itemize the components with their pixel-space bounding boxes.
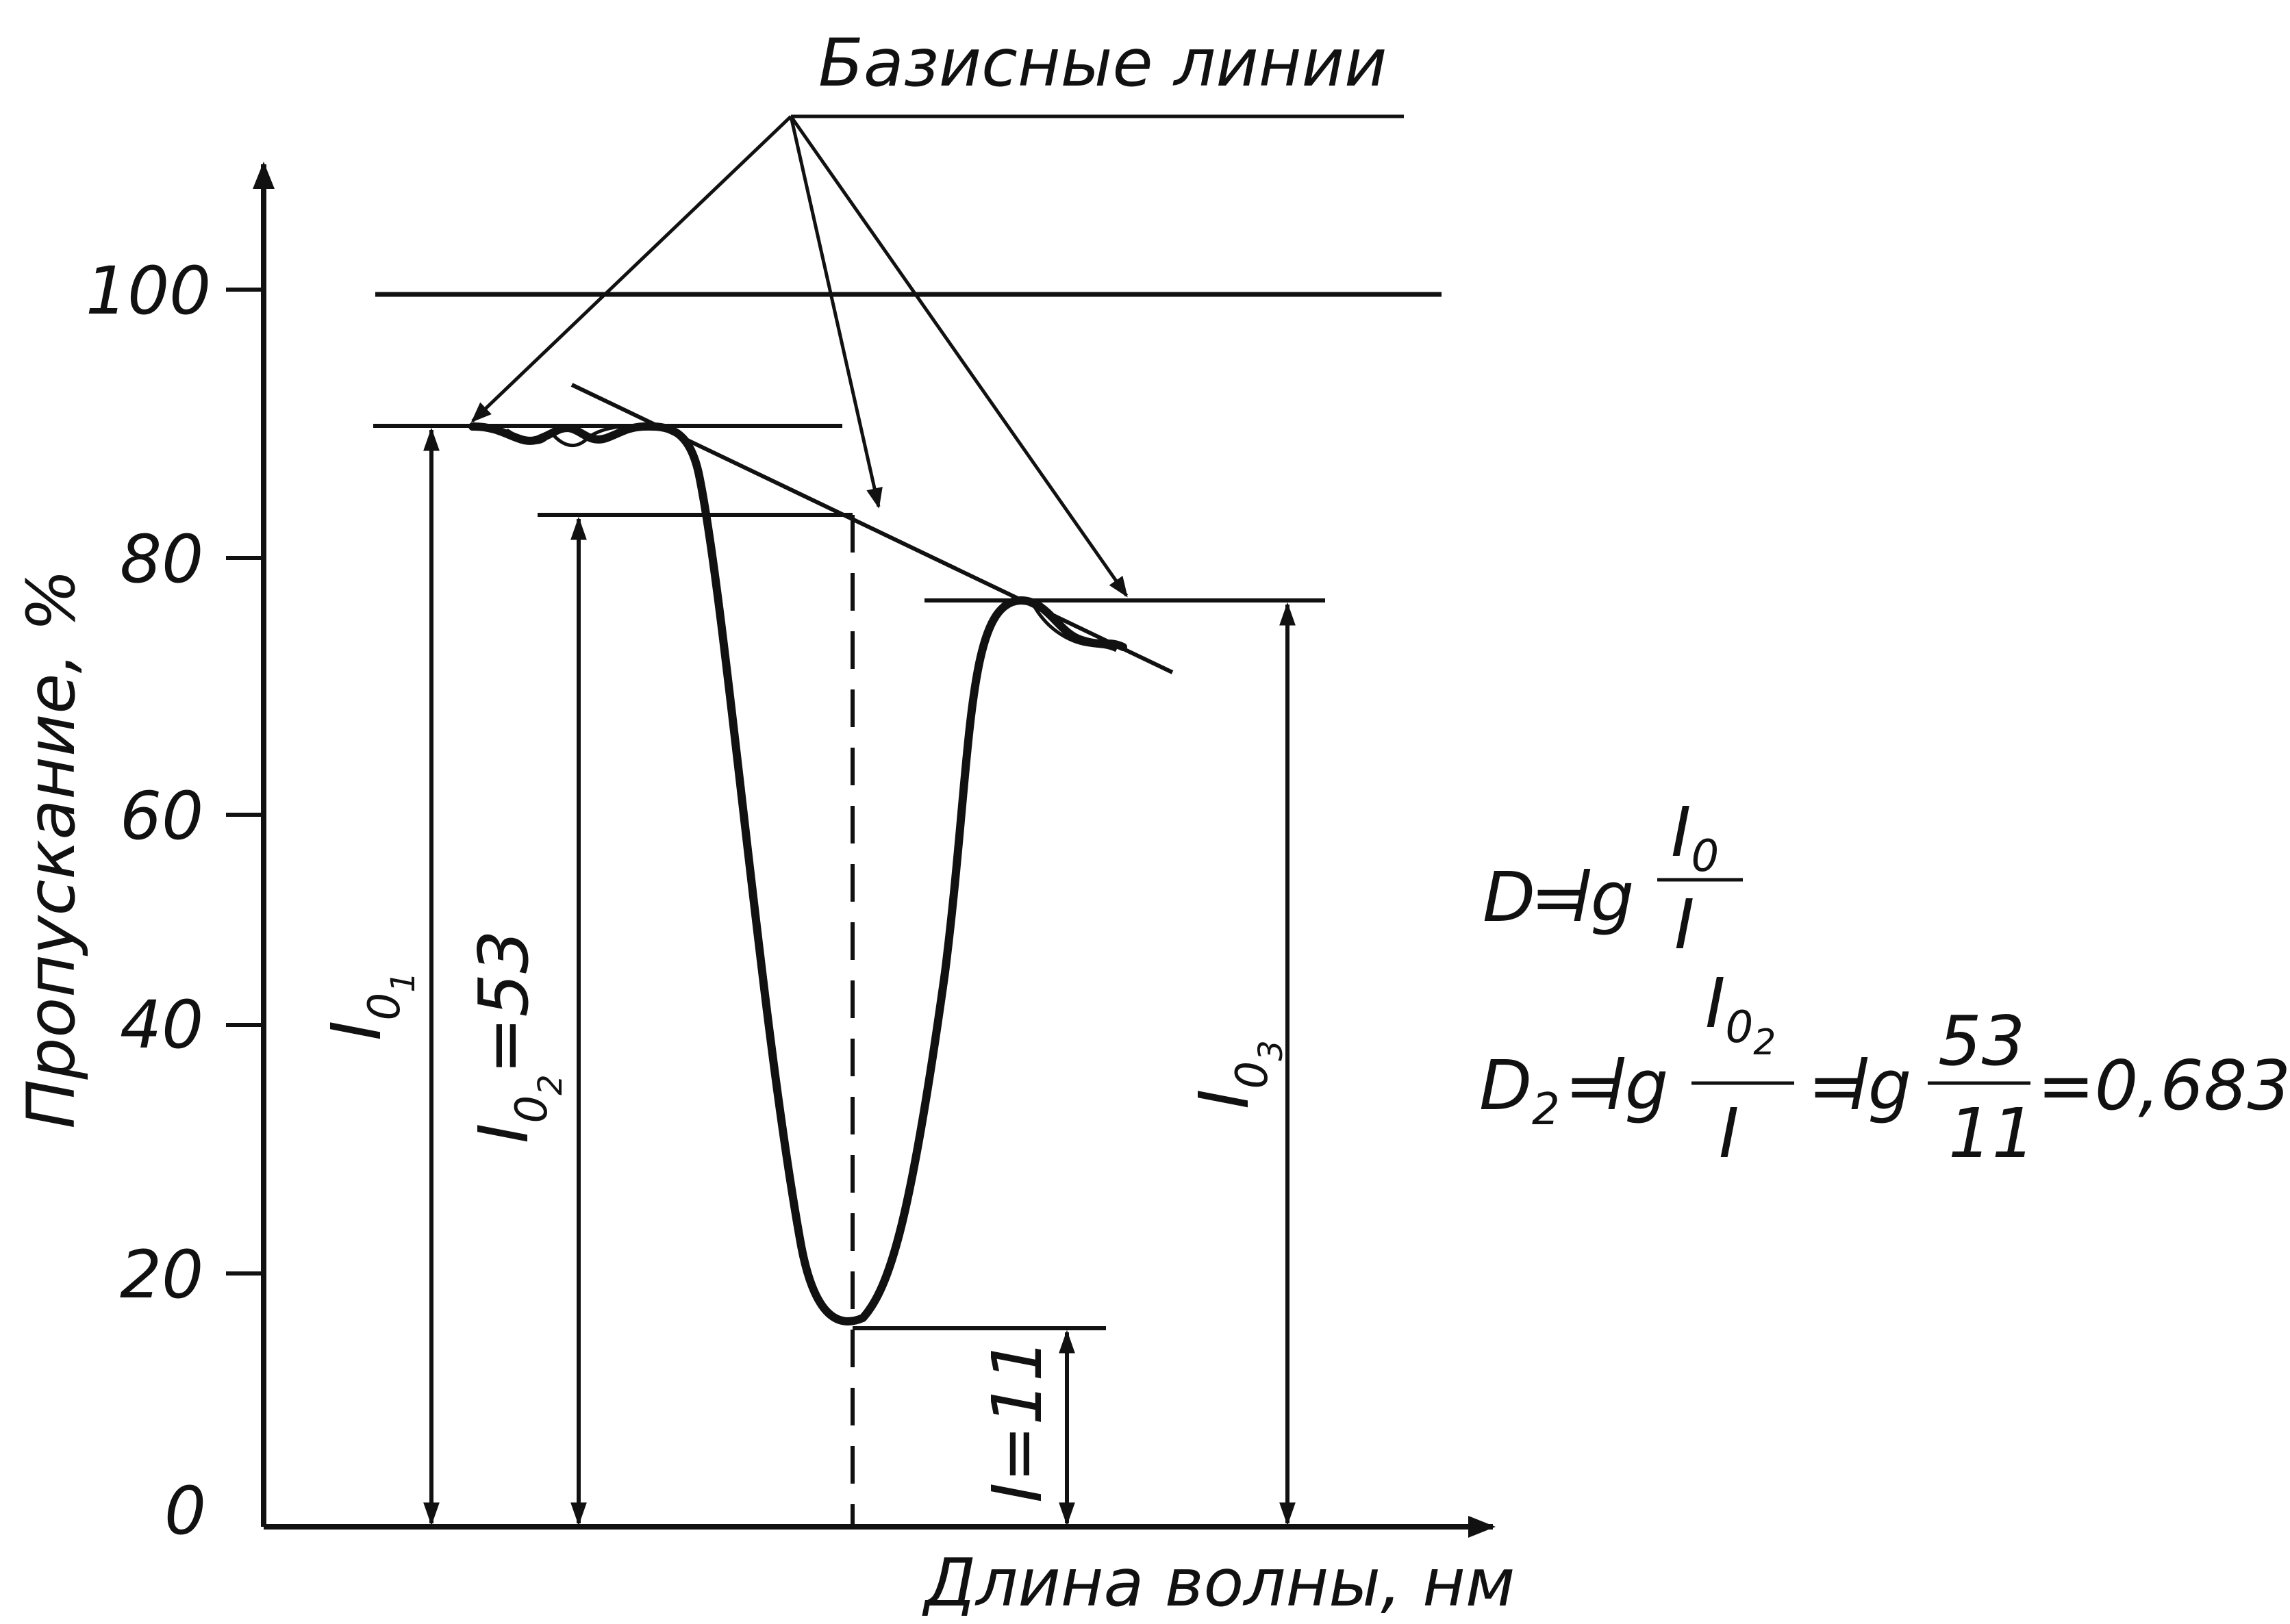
formula1-num-main: I bbox=[1671, 792, 1691, 872]
formula1-denominator: I bbox=[1674, 885, 1695, 965]
y-axis-title: Пропускание, % bbox=[13, 569, 90, 1129]
y-tick-label-80: 80 bbox=[120, 521, 203, 598]
formula1-lg: lg bbox=[1572, 857, 1634, 937]
label-i03: I03 bbox=[1184, 1040, 1290, 1109]
formula1-num-sub: 0 bbox=[1691, 831, 1720, 882]
y-tick-label-40: 40 bbox=[120, 987, 203, 1063]
formula2-eq: = bbox=[1565, 1045, 1622, 1126]
formula2-lhs-sub: 2 bbox=[1532, 1084, 1560, 1135]
formula-density-calculation: D2 = lg I02 I = lg 53 11 =0,683 bbox=[1479, 963, 2290, 1173]
label-i02-main: I bbox=[464, 1124, 544, 1144]
label-i01-sub2: 1 bbox=[384, 972, 423, 993]
right-band-detail bbox=[1032, 605, 1118, 652]
formula2-denominator: I bbox=[1719, 1093, 1739, 1173]
label-i02-sub2: 2 bbox=[531, 1074, 570, 1095]
formula1-eq: = bbox=[1531, 857, 1588, 937]
label-i01-main: I bbox=[316, 1021, 397, 1041]
y-tick-label-0: 0 bbox=[164, 1473, 206, 1549]
formula2-numerator-2: 53 bbox=[1938, 1001, 2025, 1081]
formula2-lg: lg bbox=[1606, 1045, 1668, 1126]
formula2-num-sub2: 2 bbox=[1753, 1022, 1776, 1063]
label-i01-sub1: 0 bbox=[360, 993, 410, 1021]
spectrum-curve bbox=[468, 422, 1127, 1325]
formula2-numerator: I02 bbox=[1705, 963, 1776, 1063]
y-tick-label-20: 20 bbox=[120, 1236, 203, 1313]
y-ticks bbox=[226, 288, 264, 1276]
callout-arrow-right bbox=[789, 115, 1129, 598]
formula2-lhs-main: D bbox=[1479, 1045, 1532, 1126]
formula2-denominator-2: 11 bbox=[1948, 1093, 2035, 1173]
formula-density-definition: D = lg I0 I bbox=[1483, 792, 1743, 965]
label-i03-sub1: 0 bbox=[1227, 1061, 1278, 1089]
formula1-lhs: D bbox=[1483, 857, 1535, 937]
formula2-num-sub1: 0 bbox=[1726, 1002, 1754, 1053]
label-i02: I02=53 bbox=[464, 930, 570, 1143]
left-band-detail bbox=[505, 424, 634, 447]
formula2-lhs: D2 bbox=[1479, 1045, 1560, 1135]
label-i02-value: =53 bbox=[464, 930, 544, 1074]
formula2-lg2: lg bbox=[1849, 1045, 1911, 1126]
label-i03-sub2: 3 bbox=[1252, 1040, 1290, 1061]
formula1-numerator: I0 bbox=[1671, 792, 1719, 882]
formula2-eq2: = bbox=[1808, 1045, 1865, 1126]
formula2-result: =0,683 bbox=[2037, 1045, 2290, 1126]
callout-arrow-middle bbox=[789, 116, 883, 509]
callout-arrow-left bbox=[470, 115, 792, 423]
formula2-num-main: I bbox=[1705, 963, 1726, 1043]
baseline-callout-label: Базисные линии bbox=[818, 25, 1387, 101]
x-axis-title: Длина волны, нм bbox=[922, 1545, 1515, 1621]
y-tick-label-100: 100 bbox=[86, 253, 211, 329]
label-i01: I01 bbox=[316, 972, 423, 1041]
label-i: I=11 bbox=[977, 1338, 1057, 1503]
label-i03-main: I bbox=[1184, 1089, 1264, 1110]
label-i02-sub1: 0 bbox=[507, 1095, 557, 1124]
y-tick-label-60: 60 bbox=[120, 778, 203, 854]
